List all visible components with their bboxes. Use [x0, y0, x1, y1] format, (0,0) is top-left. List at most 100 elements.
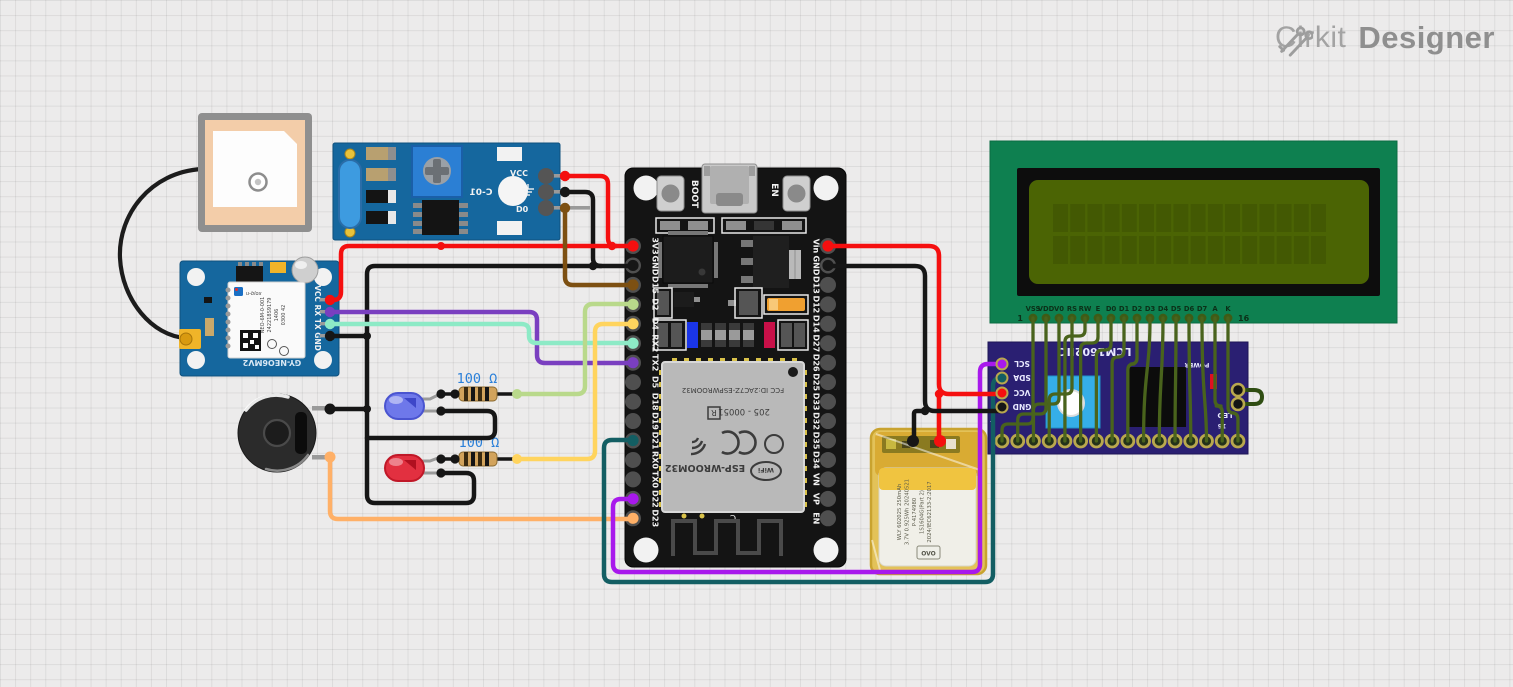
- esp32-pin-TX0[interactable]: [625, 471, 641, 488]
- esp32-board[interactable]: BOOT EN: [624, 163, 847, 568]
- lcd-data-wire[interactable]: [1079, 316, 1100, 443]
- lcd-character-cells: [1053, 204, 1326, 264]
- backpack-left-pin-label: GND: [1013, 402, 1032, 411]
- led-jumper-pin[interactable]: [1230, 396, 1246, 412]
- lcd-data-wire[interactable]: [1226, 316, 1240, 443]
- lcd-data-wire[interactable]: [1047, 316, 1074, 443]
- esp32-pin-VP[interactable]: [820, 490, 836, 507]
- ce-mark-icon: [721, 430, 757, 455]
- esp32-pin-D5[interactable]: [625, 374, 641, 391]
- antenna-cable[interactable]: [117, 166, 205, 341]
- esp32-pin-VN[interactable]: [820, 471, 836, 488]
- esp32-pin-D25[interactable]: [820, 374, 836, 391]
- lcd-data-wire[interactable]: [1187, 316, 1193, 443]
- lcd-data-wire[interactable]: [1126, 316, 1139, 443]
- en-label: EN: [769, 183, 779, 197]
- esp32-pin-label-right: VP: [812, 493, 821, 505]
- wire-scl-d22[interactable]: [610, 361, 1005, 575]
- lcd-pin-first: 1: [1017, 314, 1023, 323]
- wire-led-red-d4[interactable]: [514, 321, 636, 462]
- gps-chip-text-line: 1406: [274, 309, 280, 322]
- gps-chip-text-line: 0300 42: [281, 305, 287, 326]
- esp32-pin-D12[interactable]: [820, 296, 836, 313]
- module-name: ESP-WROOM32: [665, 462, 745, 473]
- esp32-pin-RX0[interactable]: [625, 451, 641, 468]
- wire-gps-rx[interactable]: [327, 309, 636, 366]
- cirkit-designer-logo: Cirkit Designer: [1275, 20, 1495, 57]
- esp32-pin-EN[interactable]: [820, 510, 836, 527]
- esp32-pin-D33[interactable]: [820, 393, 836, 410]
- wire-gps-vcc[interactable]: [327, 243, 636, 303]
- buzzer[interactable]: [237, 393, 332, 473]
- lcd-data-wire[interactable]: [1031, 316, 1061, 443]
- wire-vib-vcc[interactable]: [562, 173, 619, 249]
- lcd-data-wire[interactable]: [1200, 316, 1209, 443]
- esp32-pin-label-left: RX0: [651, 451, 660, 469]
- wire-vib-d0[interactable]: [562, 205, 636, 288]
- lcd-data-wire[interactable]: [1063, 316, 1087, 443]
- esp32-pin-label-left: GND: [651, 255, 660, 275]
- wire-blue-led-cathode[interactable]: [364, 408, 498, 441]
- wire-gnd-battery[interactable]: [911, 408, 928, 441]
- en-button[interactable]: [782, 175, 811, 212]
- lcd-data-wire[interactable]: [1110, 316, 1126, 443]
- wire-vin-vcc[interactable]: [825, 243, 1005, 397]
- battery-text-line: 3.7V 0.925Wh 20240521: [905, 479, 911, 545]
- boot-button[interactable]: [656, 175, 685, 212]
- lcd-pin-label: RS: [1067, 305, 1077, 313]
- esp-wroom32-module: WiFi ESP-WROOM32 R 205 - 00051 FCC ID:2A…: [659, 358, 807, 556]
- lcd-pin-label: D3: [1145, 305, 1156, 313]
- lcd-data-wire[interactable]: [1094, 316, 1113, 443]
- gps-antenna[interactable]: [117, 113, 312, 341]
- esp32-pin-label-right: D34: [812, 451, 821, 469]
- led-jumper-pin[interactable]: [1230, 382, 1246, 398]
- vibration-sensor-module[interactable]: VCC D0 C-01: [332, 142, 590, 241]
- esp32-pin-D32[interactable]: [820, 413, 836, 430]
- lcd-data-wire[interactable]: [1157, 316, 1165, 443]
- wire-gps-tx[interactable]: [327, 321, 636, 346]
- usb-connector[interactable]: [701, 163, 758, 214]
- esp32-pin-label-left: D23: [651, 509, 660, 527]
- i2c-backpack[interactable]: LCM1602IIC POWER LED 16 1: [987, 341, 1264, 455]
- esp32-pin-D26[interactable]: [820, 354, 836, 371]
- vib-vcc-label: VCC: [510, 169, 528, 178]
- esp32-pin-D19[interactable]: [625, 413, 641, 430]
- esp32-pin-label-right: D25: [812, 373, 821, 391]
- led-jumper[interactable]: [1238, 388, 1264, 406]
- led-blue[interactable]: [384, 392, 443, 420]
- lcd-data-wire[interactable]: [1213, 316, 1224, 443]
- wire-gnd-bus[interactable]: [364, 263, 636, 506]
- wire-buzzer-d23[interactable]: [327, 454, 636, 522]
- lcd-data-wire[interactable]: [1173, 316, 1178, 443]
- led-red[interactable]: [384, 454, 443, 482]
- wire-led-blue-d2[interactable]: [514, 301, 636, 397]
- esp32-pin-D14[interactable]: [820, 315, 836, 332]
- wire-gnd-backpack[interactable]: [825, 263, 1005, 414]
- potentiometer[interactable]: [411, 145, 463, 198]
- esp32-pin-D35[interactable]: [820, 432, 836, 449]
- esp32-pin-D13[interactable]: [820, 276, 836, 293]
- esp32-pin-D27[interactable]: [820, 335, 836, 352]
- cert-mark-icon: [764, 434, 784, 454]
- esp32-pin-label-left: D21: [651, 432, 660, 450]
- wire-vib-gnd[interactable]: [562, 189, 604, 269]
- esp32-pin-label-right: D13: [812, 276, 821, 294]
- esp32-pin-label-right: D12: [812, 295, 821, 313]
- junction-dots: [324, 170, 1009, 478]
- esp32-pin-D34[interactable]: [820, 451, 836, 468]
- esp32-pin-label-left: TX0: [651, 471, 660, 489]
- resistor1-value: 100 Ω: [457, 371, 498, 387]
- module-c-mark: C: [730, 512, 736, 522]
- wifi-swirl-icon: [690, 437, 707, 456]
- lcd-data-wire[interactable]: [1141, 316, 1152, 443]
- gps-chip-text-line: 242218S9179: [267, 298, 273, 333]
- lcd-pin-label: K: [1225, 305, 1231, 313]
- esp32-pin-D18[interactable]: [625, 393, 641, 410]
- wire-sda-d21[interactable]: [601, 375, 1005, 585]
